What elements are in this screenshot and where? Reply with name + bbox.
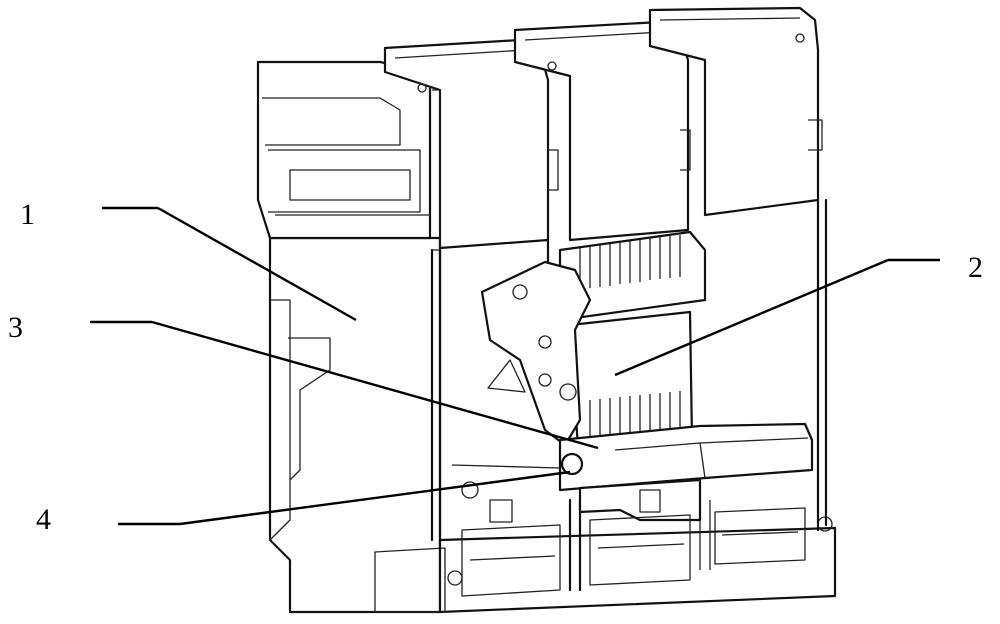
leader-lines [90,206,940,526]
bottom-compartments [461,481,806,597]
actuator-bar [451,422,814,522]
contact-module [558,230,707,450]
leader-line-1-pointer [157,206,357,322]
lever-bracket [480,260,592,447]
leader-line-2-pointer [614,258,889,377]
callout-1: 1 [20,198,35,231]
callout-3: 3 [8,311,23,344]
pole-plates [383,6,828,592]
leader-line-4-pointer [179,470,571,526]
leader-line-3-pointer [151,320,599,450]
callout-4: 4 [36,503,51,536]
callout-2: 2 [968,251,983,284]
